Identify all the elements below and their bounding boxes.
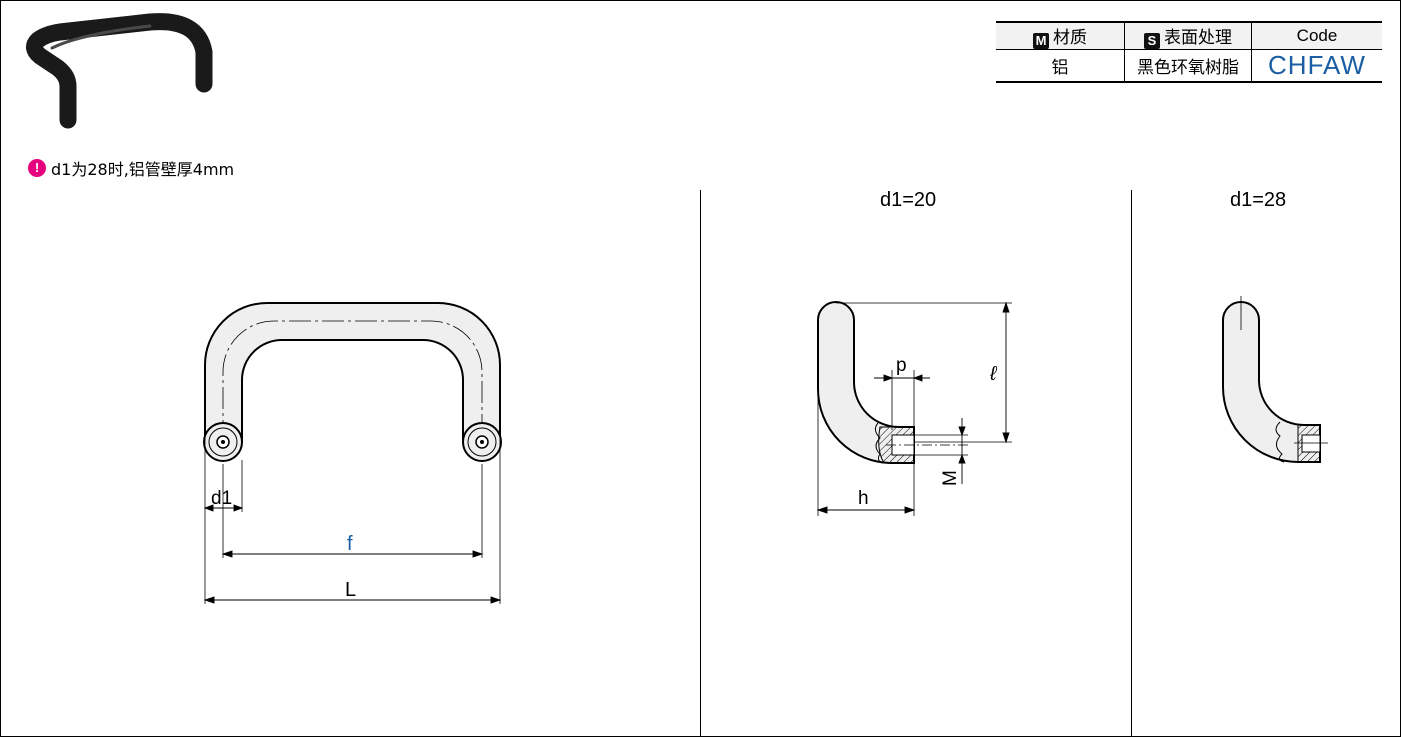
spec-value-row: 铝 黑色环氧树脂 CHFAW bbox=[996, 49, 1382, 83]
surface-header-label: 表面处理 bbox=[1164, 28, 1232, 48]
elbow-body-20 bbox=[817, 301, 915, 464]
surface-badge-icon: S bbox=[1144, 33, 1160, 49]
note: ! d1为28时,铝管壁厚4mm bbox=[28, 156, 234, 180]
extension-lines bbox=[204, 400, 501, 604]
L-label: L bbox=[345, 579, 356, 601]
d1-dimension bbox=[203, 504, 244, 512]
note-text: d1为28时,铝管壁厚4mm bbox=[51, 160, 235, 179]
l-dimension bbox=[203, 596, 502, 604]
h-label: h bbox=[858, 488, 869, 509]
material-badge-icon: M bbox=[1033, 33, 1049, 49]
M-label: M bbox=[940, 470, 961, 486]
m-dimension-20 bbox=[958, 418, 966, 484]
l-dimension-20 bbox=[1002, 301, 1010, 444]
section-28-drawing bbox=[1222, 296, 1328, 463]
code-header-label: Code bbox=[1296, 26, 1338, 45]
product-photo bbox=[26, 13, 213, 129]
code-value: CHFAW bbox=[1251, 49, 1382, 83]
f-dimension bbox=[221, 550, 484, 558]
p-label: p bbox=[896, 355, 907, 376]
p-dimension-20 bbox=[874, 374, 930, 382]
warning-icon: ! bbox=[28, 159, 46, 177]
handle-centerline bbox=[222, 320, 483, 442]
section-28-title: d1=28 bbox=[1230, 189, 1287, 211]
divider-2 bbox=[1131, 190, 1132, 737]
h-dimension-20 bbox=[816, 506, 916, 514]
code-header: Code bbox=[1251, 21, 1382, 50]
material-header-label: 材质 bbox=[1053, 28, 1087, 48]
d1-label: d1 bbox=[211, 488, 232, 509]
left-end bbox=[203, 422, 243, 462]
material-value: 铝 bbox=[996, 49, 1125, 83]
divider-1 bbox=[700, 190, 701, 737]
f-label: f bbox=[347, 533, 353, 555]
handle-body bbox=[204, 302, 501, 443]
main-handle-drawing: d1 f L bbox=[203, 302, 502, 604]
right-end bbox=[462, 422, 502, 462]
elbow-body-28 bbox=[1222, 301, 1321, 463]
section-20-drawing: p ℓ M h bbox=[816, 301, 1012, 516]
surface-value: 黑色环氧树脂 bbox=[1124, 49, 1252, 83]
l-label: ℓ bbox=[989, 363, 998, 385]
section-20-title: d1=20 bbox=[880, 189, 937, 211]
